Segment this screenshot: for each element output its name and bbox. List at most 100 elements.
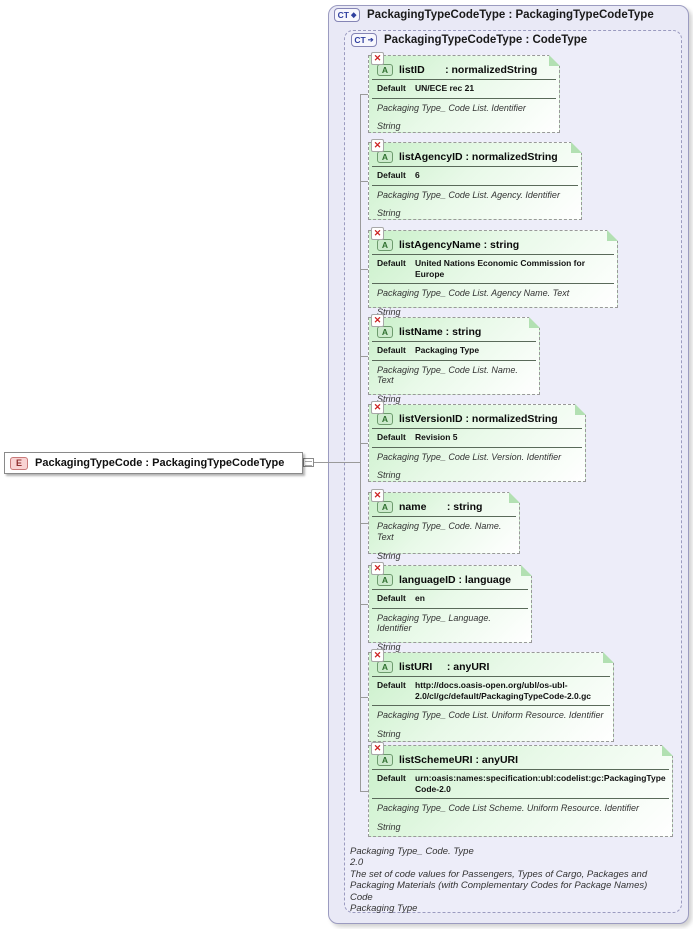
- attribute-header: A listAgencyID : normalizedString: [369, 143, 581, 163]
- attribute-icon: A: [377, 661, 393, 673]
- attribute-base-type: String: [377, 394, 401, 405]
- folded-corner: [529, 317, 540, 328]
- attribute-base-type: String: [377, 550, 401, 561]
- attribute-base-type: String: [377, 642, 401, 653]
- complextype-icon: CT ◆: [334, 8, 360, 22]
- red-x-icon: ✕: [371, 52, 384, 65]
- inner-container-title: PackagingTypeCodeType : CodeType: [384, 34, 588, 46]
- default-value: urn:oasis:names:specification:ubl:codeli…: [415, 773, 666, 794]
- connector-line-trunk: [360, 94, 361, 791]
- attribute-icon: A: [377, 151, 393, 163]
- connector-stub: [360, 791, 368, 792]
- divider: [372, 676, 610, 677]
- divider: [372, 184, 578, 186]
- attribute-header: A listSchemeURI : anyURI: [369, 746, 672, 766]
- default-row: Default http://docs.oasis-open.org/ubl/o…: [369, 677, 613, 702]
- inner-container-header: CT ➔ PackagingTypeCodeType : CodeType: [351, 33, 587, 47]
- connector-stub: [360, 356, 368, 357]
- element-icon: E: [10, 456, 28, 470]
- default-row: Default Revision 5: [369, 429, 585, 444]
- attribute-box-listAgencyID[interactable]: ✕ A listAgencyID : normalizedString Defa…: [368, 139, 582, 220]
- element-box-packagingtypecode[interactable]: E PackagingTypeCode : PackagingTypeCodeT…: [4, 452, 303, 474]
- attribute-title: listAgencyName : string: [399, 239, 520, 251]
- attribute-title: listVersionID : normalizedString: [399, 413, 558, 425]
- divider: [372, 705, 610, 707]
- ct-icon-label: CT: [354, 35, 366, 45]
- attribute-box-listName[interactable]: ✕ A listName : string Default Packaging …: [368, 314, 540, 404]
- default-value: 6: [415, 170, 420, 180]
- attribute-icon: A: [377, 326, 393, 338]
- attribute-title: listName : string: [399, 326, 482, 338]
- connector-stub: [360, 443, 368, 444]
- red-x-icon: ✕: [371, 314, 384, 327]
- default-row: Default Packaging Type: [369, 342, 539, 357]
- default-label: Default: [377, 432, 406, 442]
- attribute-base-type: String: [377, 121, 401, 132]
- default-label: Default: [377, 773, 406, 783]
- default-label: Default: [377, 83, 406, 93]
- folded-corner: [571, 142, 582, 153]
- folded-corner: [662, 745, 673, 756]
- default-label: Default: [377, 258, 406, 268]
- annotation-line: Packaging Type: [350, 902, 418, 914]
- divider: [372, 446, 582, 448]
- divider: [372, 769, 669, 770]
- attribute-box-listVersionID[interactable]: ✕ A listVersionID : normalizedString Def…: [368, 401, 586, 482]
- attribute-title: listID : normalizedString: [399, 64, 538, 76]
- default-value: Revision 5: [415, 432, 458, 442]
- divider: [372, 607, 528, 609]
- connector-stub: [360, 181, 368, 182]
- default-row: Default 6: [369, 167, 581, 182]
- attribute-base-type: String: [377, 470, 401, 481]
- attribute-icon: A: [377, 413, 393, 425]
- outer-container-title: PackagingTypeCodeType : PackagingTypeCod…: [367, 9, 654, 21]
- attribute-header: A languageID : language: [369, 566, 531, 586]
- attribute-icon: A: [377, 574, 393, 586]
- attribute-box-listID[interactable]: ✕ A listID : normalizedString Default UN…: [368, 52, 560, 133]
- outer-container-header: CT ◆ PackagingTypeCodeType : PackagingTy…: [334, 8, 654, 22]
- attribute-header: A listVersionID : normalizedString: [369, 405, 585, 425]
- attribute-icon: A: [377, 64, 393, 76]
- default-label: Default: [377, 593, 406, 603]
- connector-stub: [360, 269, 368, 270]
- folded-corner: [607, 230, 618, 241]
- default-row: Default United Nations Economic Commissi…: [369, 255, 617, 280]
- red-x-icon: ✕: [371, 649, 384, 662]
- default-value: UN/ECE rec 21: [415, 83, 475, 93]
- divider: [372, 254, 614, 255]
- attribute-box-listURI[interactable]: ✕ A listURI : anyURI Default http://docs…: [368, 649, 614, 742]
- attribute-box-name[interactable]: ✕ A name : string Packaging Type_ Code. …: [368, 489, 520, 561]
- attribute-base-type: String: [377, 822, 401, 833]
- attribute-box-listAgencyName[interactable]: ✕ A listAgencyName : string Default Unit…: [368, 227, 618, 317]
- attribute-title: listSchemeURI : anyURI: [399, 754, 519, 766]
- attribute-doc: Packaging Type_ Code. Name. Text: [377, 521, 502, 542]
- attribute-header: A listURI : anyURI: [369, 653, 613, 673]
- divider: [372, 516, 516, 517]
- connector-handle: [303, 458, 314, 467]
- element-label: PackagingTypeCode : PackagingTypeCodeTyp…: [35, 457, 285, 469]
- default-row: Default UN/ECE rec 21: [369, 80, 559, 95]
- red-x-icon: ✕: [371, 562, 384, 575]
- attribute-doc: Packaging Type_ Code List. Uniform Resou…: [377, 710, 604, 721]
- default-row: Default en: [369, 590, 531, 605]
- annotation-line: Packaging Type_ Code. Type: [350, 846, 474, 857]
- attribute-icon: A: [377, 501, 393, 513]
- red-x-icon: ✕: [371, 489, 384, 502]
- attribute-box-languageID[interactable]: ✕ A languageID : language Default en Pac…: [368, 562, 532, 652]
- connector-line-main: [303, 462, 360, 463]
- attribute-doc: Packaging Type_ Code List. Agency Name. …: [377, 288, 570, 299]
- attribute-doc: Packaging Type_ Code List. Name. Text: [377, 364, 518, 386]
- attribute-icon: A: [377, 239, 393, 251]
- attribute-box-listSchemeURI[interactable]: ✕ A listSchemeURI : anyURI Default urn:o…: [368, 742, 673, 837]
- attribute-doc: Packaging Type_ Code List. Version. Iden…: [377, 451, 562, 462]
- attribute-doc: Packaging Type_ Code List Scheme. Unifor…: [377, 803, 639, 814]
- attribute-base-type: String: [377, 208, 401, 219]
- connector-stub: [360, 94, 368, 95]
- red-x-icon: ✕: [371, 227, 384, 240]
- divider: [372, 97, 556, 99]
- attribute-base-type: String: [377, 729, 401, 740]
- default-value: United Nations Economic Commission for E…: [415, 258, 586, 279]
- connector-stub: [360, 604, 368, 605]
- default-value: Packaging Type: [415, 345, 480, 355]
- folded-corner: [509, 492, 520, 503]
